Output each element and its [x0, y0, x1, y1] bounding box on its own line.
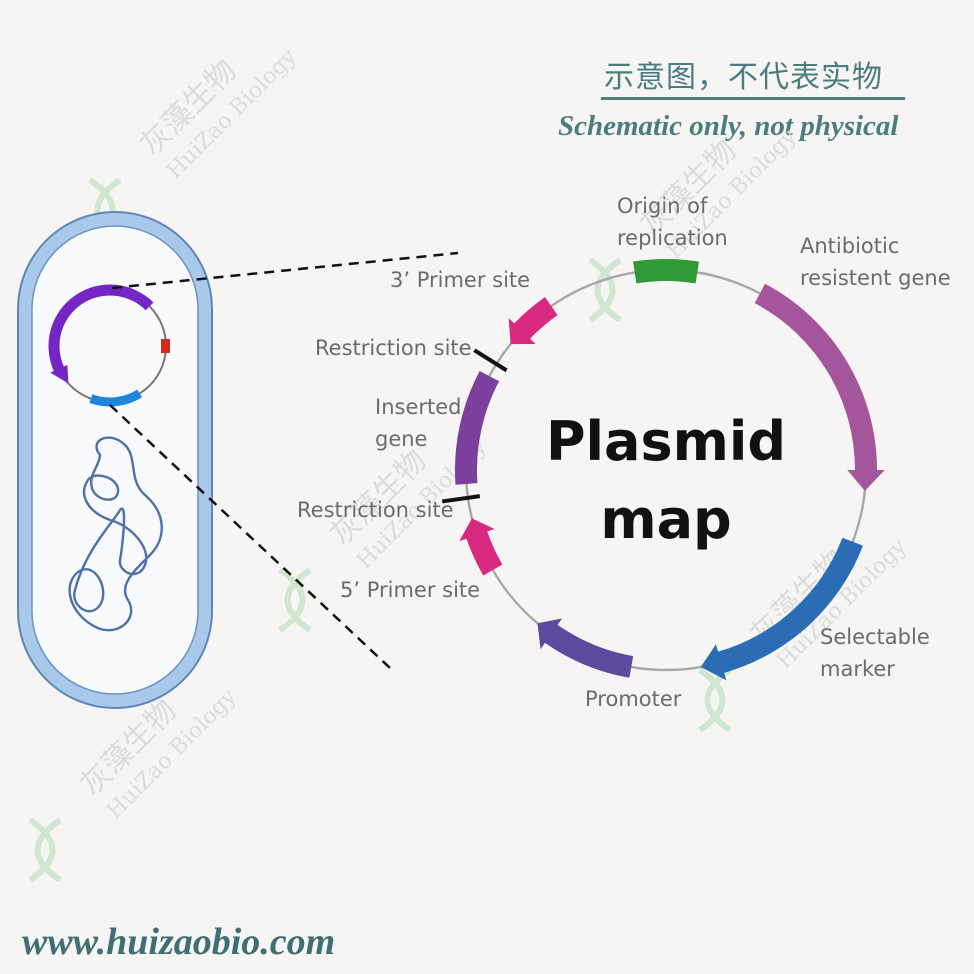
label-3-primer: 3’ Primer site: [390, 268, 530, 292]
label-inserted-1: Inserted: [375, 395, 461, 419]
feature-restriction2: [441, 494, 481, 504]
dna-logo-icon: [28, 817, 62, 883]
dna-logo-icon: [278, 567, 312, 633]
feature-origin: [632, 259, 700, 284]
mini-plasmid-marker: [161, 339, 170, 353]
label-restriction-lower: Restriction site: [297, 498, 454, 522]
label-inserted-2: gene: [375, 427, 427, 451]
label-5-primer: 5’ Primer site: [340, 578, 480, 602]
cell-interior: [31, 225, 199, 695]
feature-restriction1: [473, 348, 508, 373]
feature-primer3: [508, 297, 558, 345]
dna-logo-icon: [588, 257, 622, 323]
feature-selectable: [700, 537, 863, 681]
label-antibiotic-1: Antibiotic: [800, 234, 899, 258]
plasmid-features: [441, 259, 885, 681]
label-selectable-1: Selectable: [820, 625, 930, 649]
label-promoter: Promoter: [585, 687, 682, 711]
chromosome: [68, 436, 163, 632]
title-chinese: 示意图，不代表实物: [604, 60, 883, 95]
label-selectable-2: marker: [820, 657, 895, 681]
website-url[interactable]: www.huizaobio.com: [22, 921, 336, 963]
feature-promoter: [537, 618, 634, 678]
feature-inserted: [454, 370, 500, 485]
title-english: Schematic only, not physical: [558, 110, 899, 142]
zoom-line-top: [111, 251, 459, 290]
label-antibiotic-2: resistent gene: [800, 266, 951, 290]
center-title-line1: Plasmid: [546, 410, 786, 473]
label-origin-1: Origin of: [617, 194, 708, 218]
feature-primer5: [459, 518, 503, 576]
title-underline: [601, 97, 905, 100]
feature-antibiotic: [754, 283, 885, 491]
mini-plasmid-arrow: [48, 284, 154, 384]
zoom-line-bottom: [109, 404, 391, 669]
label-origin-2: replication: [617, 226, 728, 250]
bacterial-cell: [17, 211, 213, 709]
mini-plasmid-gene: [89, 389, 143, 407]
center-title-line2: map: [600, 488, 731, 551]
label-restriction-upper: Restriction site: [315, 336, 472, 360]
